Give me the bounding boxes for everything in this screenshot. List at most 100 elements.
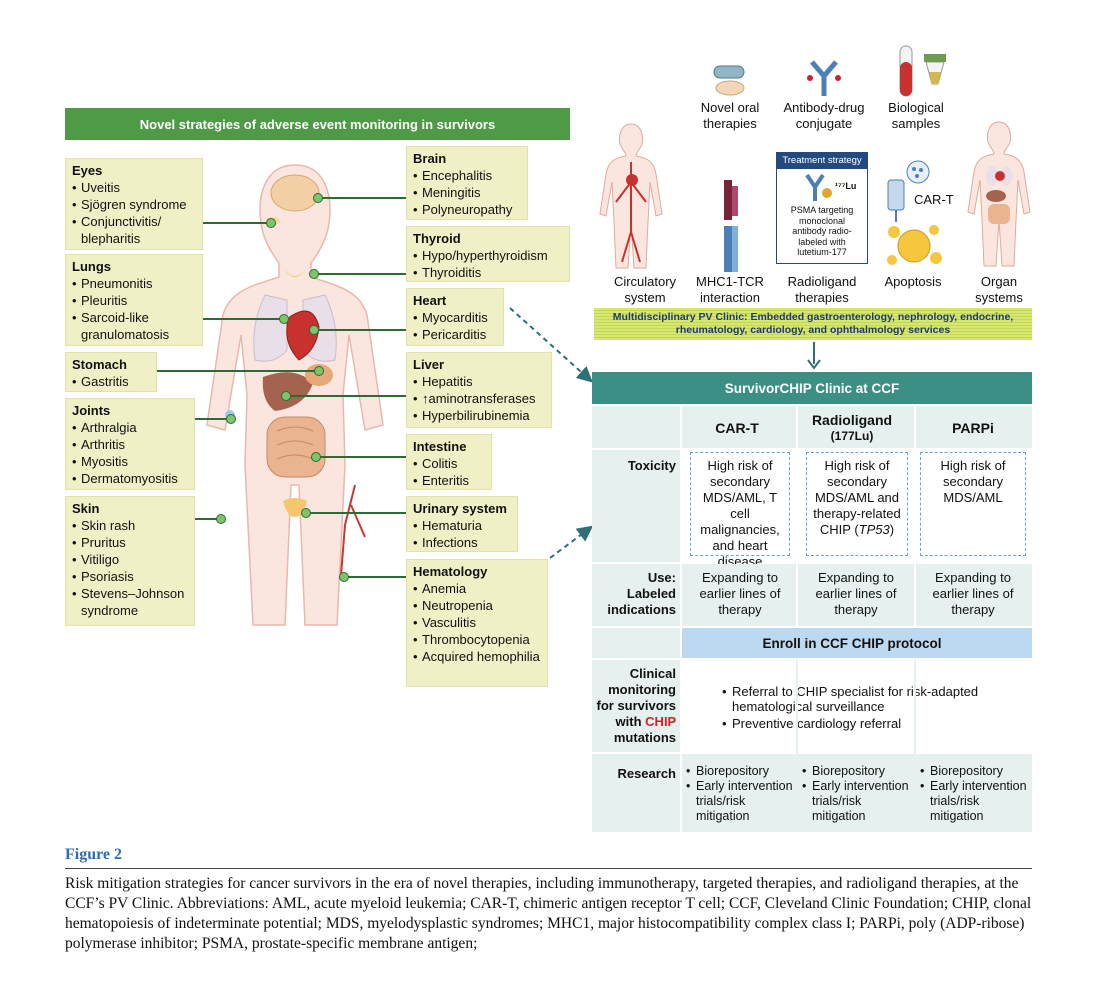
circulatory-system-icon	[599, 123, 663, 269]
brain-node	[313, 193, 323, 203]
research-item: Early intervention trials/risk mitigatio…	[802, 779, 914, 824]
adc-label: Antibody-drug conjugate	[783, 100, 865, 131]
biological-samples-icon	[899, 45, 946, 97]
liver-node	[281, 391, 291, 401]
radiolabeled-antibody-icon: ¹⁷⁷Lu	[805, 173, 856, 201]
treatment-strategy-box: Treatment strategy ¹⁷⁷Lu PSMA targeting …	[776, 152, 868, 264]
eyes-item: Conjunctivitis/ blepharitis	[72, 213, 196, 247]
intestine-item: Colitis	[413, 455, 485, 472]
use-radioligand: Expanding to earlier lines of therapy	[815, 570, 897, 617]
apoptosis-icon	[887, 225, 942, 265]
research-list-car-t: Biorepository Early intervention trials/…	[686, 764, 796, 824]
skin-connector	[195, 518, 219, 520]
monitoring-label: Clinical monitoring for survivors with C…	[594, 666, 676, 746]
skin-title: Skin	[72, 501, 100, 516]
enroll-label-bg	[592, 628, 680, 658]
joints-node	[226, 414, 236, 424]
monitoring-item: Referral to CHIP specialist for risk-ada…	[722, 684, 1012, 714]
circulatory-label: Circulatory system	[613, 274, 677, 305]
novel-oral-label: Novel oral therapies	[700, 100, 760, 131]
skin-item: Pruritus	[72, 534, 188, 551]
lungs-box: Lungs Pneumonitis Pleuritis Sarcoid-like…	[65, 254, 203, 346]
hematology-connector	[346, 576, 406, 578]
column-header-parpi: PARPi	[952, 420, 994, 436]
hematology-item: Acquired hemophilia	[413, 648, 541, 665]
survivorchip-title: SurvivorCHIP Clinic at CCF	[592, 372, 1032, 404]
mhc1-label: MHC1-TCR interaction	[696, 274, 764, 305]
toxicity-label: Toxicity	[627, 458, 676, 473]
column-divider	[796, 406, 798, 628]
column-divider	[796, 660, 798, 832]
heart-node	[309, 325, 319, 335]
thyroid-title: Thyroid	[413, 231, 461, 246]
stomach-box: Stomach Gastritis	[65, 352, 157, 392]
stomach-title: Stomach	[72, 357, 127, 372]
research-list-radioligand: Biorepository Early intervention trials/…	[802, 764, 914, 824]
brain-item: Meningitis	[413, 184, 521, 201]
urinary-title: Urinary system	[413, 501, 507, 516]
intestine-node	[311, 452, 321, 462]
column-divider	[680, 406, 682, 832]
liver-item: Hyperbilirubinemia	[413, 407, 545, 424]
column-header-radioligand: Radioligand (177Lu)	[797, 412, 907, 444]
urinary-connector	[308, 512, 406, 514]
use-row	[592, 564, 1032, 626]
hematology-box: Hematology Anemia Neutropenia Vasculitis…	[406, 559, 548, 687]
liver-title: Liver	[413, 357, 445, 372]
use-car-t: Expanding to earlier lines of therapy	[699, 570, 781, 617]
radioligand-label: Radioligand therapies	[787, 274, 857, 305]
column-header-car-t: CAR-T	[715, 420, 759, 436]
urinary-item: Infections	[413, 534, 511, 551]
stomach-node	[314, 366, 324, 376]
apoptosis-label: Apoptosis	[884, 274, 942, 289]
hematology-node	[339, 572, 349, 582]
joints-item: Arthritis	[72, 436, 188, 453]
liver-item: ↑aminotransferases	[413, 390, 545, 407]
hematology-title: Hematology	[413, 564, 488, 579]
eyes-box: Eyes Uveitis Sjögren syndrome Conjunctiv…	[65, 158, 203, 250]
eyes-node	[266, 218, 276, 228]
organ-systems-label: Organ systems	[975, 274, 1023, 305]
monitoring-label-bg	[592, 660, 680, 752]
thyroid-box: Thyroid Hypo/hyperthyroidism Thyroiditis	[406, 226, 570, 282]
monitoring-item: Preventive cardiology referral	[722, 716, 1012, 731]
toxicity-dashbox-car-t	[690, 452, 790, 556]
heart-title: Heart	[413, 293, 447, 308]
hematology-item: Neutropenia	[413, 597, 541, 614]
toxicity-dashbox-parpi	[920, 452, 1026, 556]
intestine-item: Enteritis	[413, 472, 485, 489]
use-label: Use: Labeled indications	[607, 570, 676, 617]
brain-title: Brain	[413, 151, 447, 166]
toxicity-label-bg	[592, 450, 680, 562]
lungs-title: Lungs	[72, 259, 111, 274]
svg-text:¹⁷⁷Lu: ¹⁷⁷Lu	[835, 181, 856, 191]
skin-item: Vitiligo	[72, 551, 188, 568]
joints-connector	[195, 418, 229, 420]
brain-item: Polyneuropathy	[413, 201, 521, 218]
monitoring-label-chip: CHIP	[645, 714, 676, 729]
column-divider	[914, 406, 916, 628]
joints-title: Joints	[72, 403, 111, 418]
figure-caption: Risk mitigation strategies for cancer su…	[65, 875, 1032, 952]
heart-item: Pericarditis	[413, 326, 497, 343]
eyes-title: Eyes	[72, 163, 103, 178]
pv-clinic-banner-text: Multidisciplinary PV Clinic: Embedded ga…	[612, 311, 1014, 336]
radioligand-header-sub: (177Lu)	[830, 429, 874, 443]
brain-item: Encephalitis	[413, 167, 521, 184]
liver-connector	[288, 395, 406, 397]
monitoring-list: Referral to CHIP specialist for risk-ada…	[722, 684, 1012, 731]
treatment-strategy-text: PSMA targeting monoclonal antibody radio…	[790, 205, 854, 257]
adverse-event-banner: Novel strategies of adverse event monito…	[65, 108, 570, 140]
toxicity-car-t: High risk of secondary MDS/AML, T cell m…	[700, 458, 780, 569]
eyes-connector	[203, 222, 269, 224]
caption-rule	[65, 868, 1032, 869]
research-item: Biorepository	[686, 764, 796, 779]
column-divider	[914, 660, 916, 832]
lungs-item: Sarcoid-like granulomatosis	[72, 309, 196, 343]
urinary-item: Hematuria	[413, 517, 511, 534]
antibody-drug-conjugate-icon	[807, 60, 841, 96]
organ-systems-icon	[967, 121, 1031, 267]
research-label: Research	[617, 766, 676, 781]
research-item: Biorepository	[920, 764, 1030, 779]
monitoring-label-post: mutations	[613, 730, 676, 745]
